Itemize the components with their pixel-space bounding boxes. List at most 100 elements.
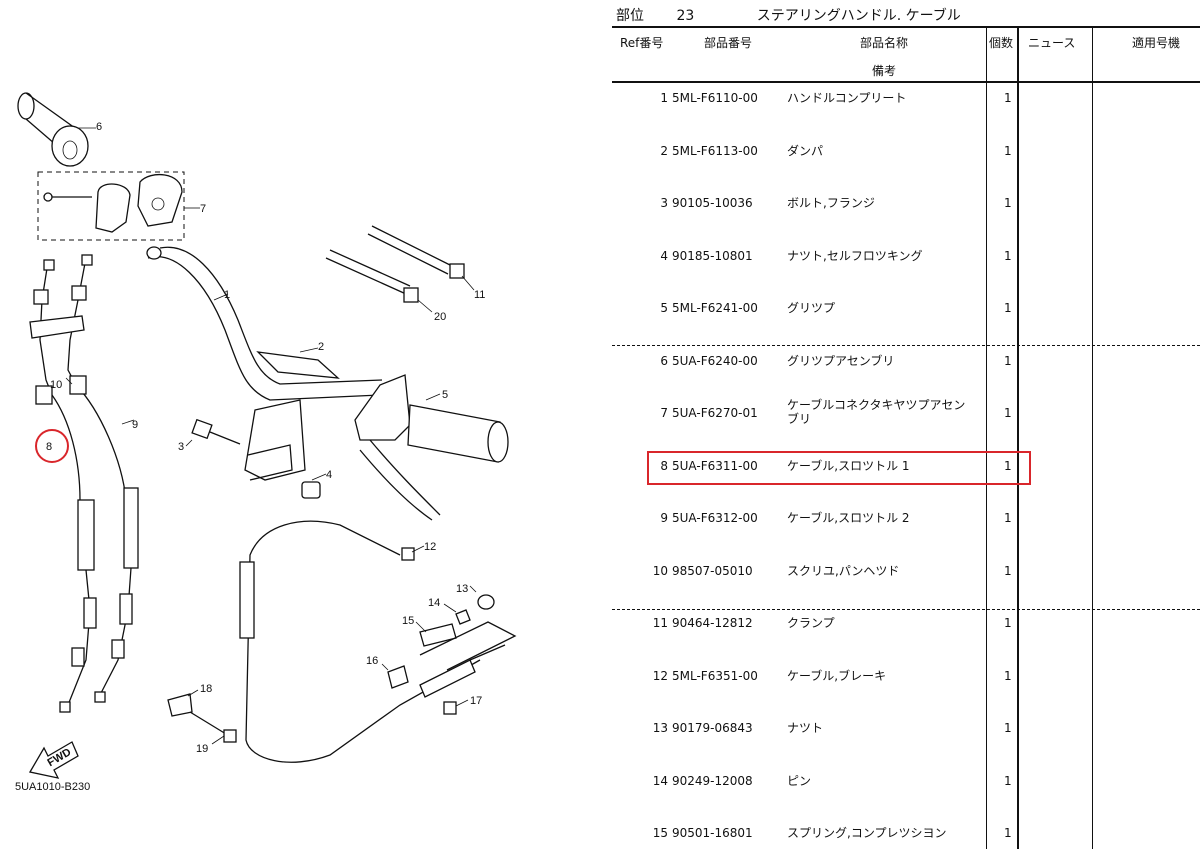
row-part-no: 90249-12008	[672, 773, 753, 788]
row-part-name: ケーブルコネクタキヤツプアセンブリ	[787, 398, 966, 426]
row-qty: 1	[1004, 301, 1012, 315]
row-part-no: 5UA-F6312-00	[672, 511, 758, 525]
callout-2: 2	[318, 341, 324, 353]
row-qty: 1	[1004, 248, 1012, 263]
row-qty: 1	[1004, 721, 1012, 735]
row-part-no: 5ML-F6241-00	[672, 301, 758, 315]
qty-col-rule	[986, 26, 987, 849]
row-qty: 1	[1004, 668, 1012, 683]
parts-list: 部位 23 ステアリングハンドル. ケーブル Ref番号 部品番号 部品名称 備…	[612, 0, 1200, 849]
col-part-name: 部品名称	[860, 36, 909, 50]
row-qty: 1	[1004, 143, 1012, 158]
clamps-drawing	[167, 665, 457, 743]
row-part-name: ハンドルコンプリート	[787, 91, 907, 105]
cable-ties-drawing	[325, 225, 465, 303]
section-label: 部位	[616, 8, 644, 24]
row-part-name: スプリング,コンプレツシヨン	[787, 826, 947, 840]
row-part-name: ナツト,セルフロツキング	[787, 248, 923, 263]
grip-assembly-6-drawing	[17, 92, 89, 167]
row-part-no: 90185-10801	[672, 248, 753, 263]
row-part-name: グリツプアセンブリ	[787, 353, 895, 368]
section-title: ステアリングハンドル. ケーブル	[756, 8, 961, 24]
row-qty: 1	[1004, 91, 1012, 105]
row-8-highlight-box	[647, 451, 1031, 485]
callout-13: 13	[456, 583, 468, 595]
row-part-name: ケーブル,ブレーキ	[787, 668, 887, 683]
row-ref: 2	[660, 143, 668, 158]
fwd-arrow-icon: FWD	[28, 741, 79, 779]
lever-grip-drawing	[354, 374, 509, 521]
col-model: 適用号機	[1132, 36, 1181, 50]
callout-3: 3	[178, 441, 184, 453]
row-qty: 1	[1004, 196, 1012, 210]
row-part-no: 5ML-F6110-00	[672, 91, 758, 105]
row-part-name: ピン	[787, 773, 812, 788]
callout-5: 5	[442, 389, 448, 401]
row-part-name: スクリユ,パンヘツド	[787, 563, 900, 578]
callout-7: 7	[200, 203, 206, 215]
model-col-rule	[1092, 26, 1093, 849]
group-divider-1	[612, 345, 1200, 346]
row-ref: 13	[652, 721, 668, 735]
row-ref: 7	[660, 406, 668, 420]
callout-8-highlight-circle	[35, 429, 69, 463]
row-qty: 1	[1004, 353, 1012, 368]
brake-cable-drawing	[239, 520, 506, 763]
row-part-name: ダンパ	[787, 143, 824, 158]
row-ref: 5	[660, 301, 668, 315]
row-ref: 4	[660, 248, 668, 263]
callout-12: 12	[424, 541, 436, 553]
row-part-no: 98507-05010	[672, 563, 753, 578]
row-qty: 1	[1004, 826, 1012, 840]
row-ref: 3	[660, 196, 668, 210]
callout-18: 18	[200, 683, 212, 695]
row-qty: 1	[1004, 458, 1012, 473]
col-news: ニュース	[1028, 36, 1076, 50]
row-ref: 11	[652, 616, 668, 630]
row-ref: 10	[652, 563, 668, 578]
callout-10: 10	[50, 379, 62, 391]
col-remarks: 備考	[872, 64, 897, 78]
header-bottom-rule	[612, 81, 1200, 83]
news-col-rule	[1017, 26, 1019, 849]
row-part-no: 5ML-F6113-00	[672, 143, 758, 158]
row-ref: 14	[652, 773, 668, 788]
row-qty: 1	[1004, 511, 1012, 525]
callout-17: 17	[470, 695, 482, 707]
nut-drawing	[301, 481, 321, 499]
callout-14: 14	[428, 597, 440, 609]
row-part-no: 90501-16801	[672, 826, 753, 840]
row-qty: 1	[1004, 616, 1012, 630]
row-part-no: 90464-12812	[672, 616, 753, 630]
diagram-code: 5UA1010-B230	[15, 781, 90, 793]
callout-16: 16	[366, 655, 378, 667]
row-part-no: 90105-10036	[672, 196, 753, 210]
section-no: 23	[676, 8, 695, 24]
damper-drawing	[256, 351, 340, 379]
row-part-no: 5UA-F6270-01	[672, 406, 758, 420]
header-top-rule	[612, 26, 1200, 28]
section-header: 部位 23 ステアリングハンドル. ケーブル	[616, 5, 961, 25]
row-part-name: グリツプ	[787, 301, 836, 315]
handlebar-drawing	[146, 246, 383, 481]
callout-15: 15	[402, 615, 414, 627]
throttle-cables-drawing	[29, 254, 139, 713]
callout-9: 9	[132, 419, 138, 431]
row-part-no: 5UA-F6240-00	[672, 353, 758, 368]
callout-1: 1	[224, 289, 230, 301]
callout-11: 11	[474, 289, 485, 301]
cable-connector-cap-drawing	[43, 173, 183, 233]
row-part-no: 5UA-F6311-00	[672, 458, 758, 473]
row-ref: 8	[660, 458, 668, 473]
row-qty: 1	[1004, 406, 1012, 420]
row-qty: 1	[1004, 773, 1012, 788]
row-ref: 1	[660, 91, 668, 105]
callout-8: 8	[46, 441, 52, 453]
col-ref: Ref番号	[620, 36, 664, 50]
callout-leaders	[65, 127, 477, 745]
row-part-name: ナツト	[787, 721, 824, 735]
row-part-no: 90179-06843	[672, 721, 753, 735]
callout-19: 19	[196, 743, 208, 755]
